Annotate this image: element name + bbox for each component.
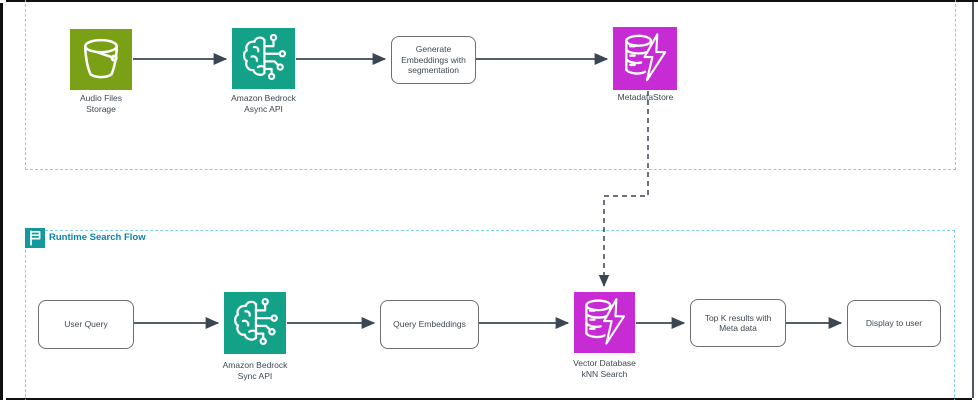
process-display-to-user: Display to user [847, 300, 941, 347]
window-border-bottom [6, 398, 972, 400]
flag-icon [25, 228, 45, 248]
database-bolt-icon [574, 292, 635, 353]
label-bedrock-sync: Amazon Bedrock Sync API [222, 360, 288, 381]
window-border-left [0, 3, 3, 400]
bedrock-brain-circuit-icon [232, 28, 295, 89]
process-query-embeddings: Query Embeddings [380, 300, 479, 349]
label-audio-files-storage: Audio Files Storage [79, 93, 123, 114]
process-user-query: User Query [38, 300, 134, 349]
s3-bucket-icon [70, 29, 132, 90]
group-runtime-search-flow [25, 230, 955, 400]
group-runtime-label: Runtime Search Flow [49, 232, 146, 243]
arrow-metadata-to-vector-db-dashed [598, 91, 649, 288]
window-border-top [6, 0, 978, 2]
process-generate-embeddings: Generate Embeddings with segmentation [391, 36, 476, 84]
label-bedrock-async: Amazon Bedrock Async API [231, 93, 296, 114]
database-bolt-icon [613, 27, 677, 90]
window-border-right [972, 2, 974, 398]
label-vector-database: Vector Database kNN Search [573, 358, 636, 379]
label-metadata-store: MetadataStore [617, 92, 674, 102]
bedrock-brain-circuit-icon [224, 292, 286, 354]
process-top-k-results: Top K results with Meta data [690, 299, 786, 347]
group-ingest-flow [25, 0, 956, 170]
